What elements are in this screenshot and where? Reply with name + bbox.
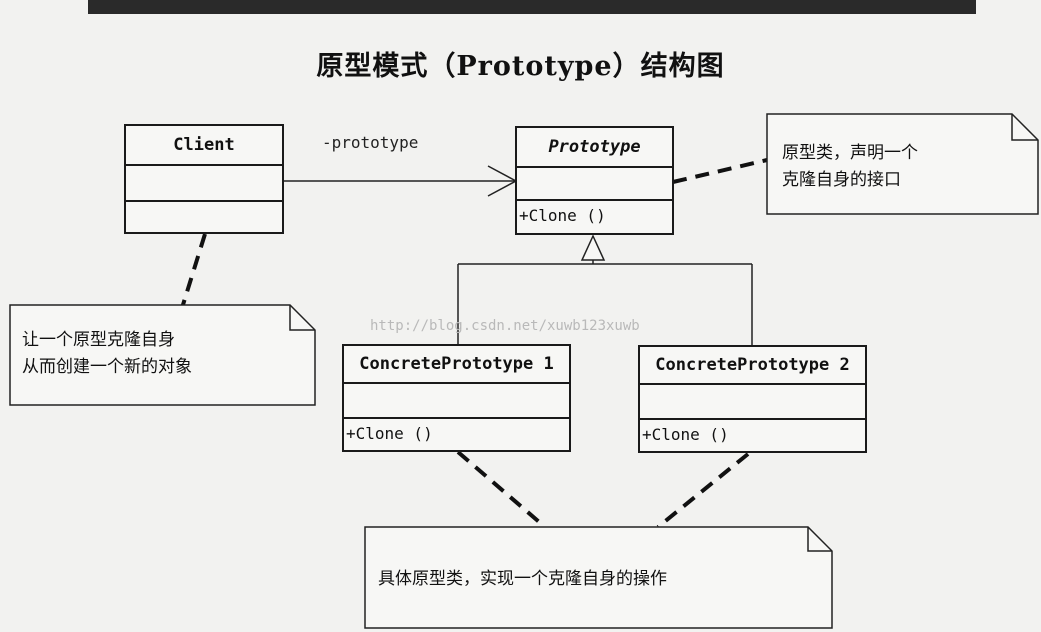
concrete-note-line-1: 具体原型类，实现一个克隆自身的操作 bbox=[378, 569, 667, 589]
generalization-triangle bbox=[580, 234, 606, 261]
concrete-note: 具体原型类，实现一个克隆自身的操作 bbox=[378, 566, 667, 593]
concrete1-note-anchor bbox=[456, 450, 547, 529]
client-attributes bbox=[126, 166, 282, 202]
prototype-note: 原型类，声明一个 克隆自身的接口 bbox=[782, 140, 918, 194]
prototype-note-line-1: 原型类，声明一个 bbox=[782, 143, 918, 163]
client-note: 让一个原型克隆自身 从而创建一个新的对象 bbox=[22, 327, 192, 381]
prototype-note-shape bbox=[766, 113, 1039, 215]
client-class-name: Client bbox=[126, 126, 282, 166]
prototype-class: Prototype +Clone () bbox=[515, 126, 674, 235]
prototype-class-name: Prototype bbox=[517, 128, 672, 168]
concrete-prototype-1-name: ConcretePrototype 1 bbox=[344, 346, 569, 384]
concrete-prototype-2-class: ConcretePrototype 2 +Clone () bbox=[638, 345, 867, 453]
concrete-prototype-1-attributes bbox=[344, 384, 569, 419]
concrete-prototype-1-operation: +Clone () bbox=[346, 424, 433, 443]
client-note-anchor bbox=[180, 233, 207, 309]
concrete-prototype-1-class: ConcretePrototype 1 +Clone () bbox=[342, 344, 571, 452]
concrete2-note-anchor bbox=[656, 452, 750, 529]
concrete-prototype-2-operation: +Clone () bbox=[642, 425, 729, 444]
prototype-operation: +Clone () bbox=[519, 206, 606, 225]
prototype-note-line-2: 克隆自身的接口 bbox=[782, 170, 901, 190]
client-note-line-1: 让一个原型克隆自身 bbox=[22, 330, 175, 350]
prototype-note-anchor bbox=[672, 158, 768, 184]
concrete-prototype-2-attributes bbox=[640, 385, 865, 420]
watermark-text: http://blog.csdn.net/xuwb123xuwb bbox=[370, 318, 640, 334]
client-class: Client bbox=[124, 124, 284, 234]
client-operations bbox=[126, 202, 282, 232]
prototype-attributes bbox=[517, 168, 672, 201]
client-note-line-2: 从而创建一个新的对象 bbox=[22, 357, 192, 377]
association-label: -prototype bbox=[322, 133, 419, 152]
top-dark-bar bbox=[88, 0, 976, 14]
diagram-title: 原型模式（Prototype）结构图 bbox=[316, 51, 725, 82]
concrete-note-shape bbox=[364, 526, 833, 629]
client-note-shape bbox=[9, 304, 316, 406]
concrete-prototype-2-name: ConcretePrototype 2 bbox=[640, 347, 865, 385]
